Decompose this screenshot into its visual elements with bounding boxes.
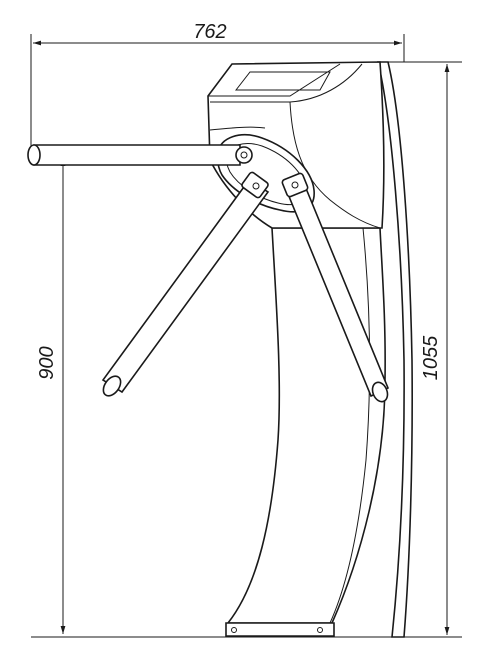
- width-dimension-label: 762: [193, 21, 226, 43]
- width-dimension: 762: [30, 21, 405, 150]
- turnstile-arm-left: [101, 171, 270, 397]
- arm-height-dimension: 900: [36, 158, 66, 634]
- total-height-dimension: 1055: [388, 61, 462, 638]
- total-height-label: 1055: [420, 335, 442, 380]
- arm-height-label: 900: [36, 346, 58, 379]
- base-plate: [225, 622, 335, 637]
- turnstile-stand: [226, 227, 386, 624]
- housing-side-panel: [376, 61, 413, 638]
- housing-lid: [234, 71, 331, 91]
- turnstile-arm-horizontal: [27, 144, 253, 166]
- turnstile-arm-right: [281, 172, 390, 403]
